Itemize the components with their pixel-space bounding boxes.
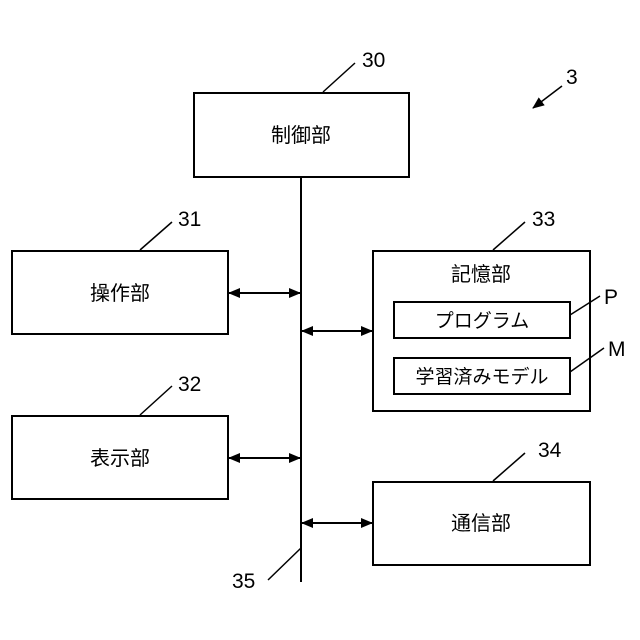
operation-unit-ref: 31 bbox=[178, 208, 201, 231]
communication-unit-ref: 34 bbox=[538, 439, 562, 462]
display-unit-ref: 32 bbox=[178, 373, 201, 396]
program-label: プログラム bbox=[435, 310, 529, 332]
operation-unit-leader bbox=[140, 222, 172, 250]
figure-ref-arrow bbox=[533, 86, 562, 108]
program-ref: P bbox=[604, 286, 618, 309]
storage-unit-label: 記憶部 bbox=[451, 262, 511, 286]
storage-unit-leader bbox=[493, 222, 525, 250]
operation-unit-label: 操作部 bbox=[90, 281, 150, 305]
control-unit-leader bbox=[323, 63, 355, 92]
storage-unit-ref: 33 bbox=[532, 208, 555, 231]
communication-unit: 通信部 bbox=[373, 482, 590, 565]
storage-unit: 記憶部 プログラム 学習済みモデル bbox=[373, 251, 590, 411]
display-unit-label: 表示部 bbox=[90, 446, 150, 470]
display-unit: 表示部 bbox=[12, 416, 228, 499]
control-unit-ref: 30 bbox=[362, 49, 385, 72]
bus-ref-label: 35 bbox=[232, 570, 255, 593]
figure-ref-label: 3 bbox=[566, 66, 578, 89]
control-unit-label: 制御部 bbox=[271, 123, 331, 147]
display-unit-leader bbox=[140, 386, 172, 415]
communication-unit-leader bbox=[493, 453, 525, 481]
operation-unit: 操作部 bbox=[12, 251, 228, 334]
communication-unit-label: 通信部 bbox=[451, 511, 511, 535]
trained-model-ref: M bbox=[608, 338, 626, 361]
bus-leader bbox=[268, 548, 301, 580]
trained-model-label: 学習済みモデル bbox=[415, 366, 548, 388]
control-unit: 制御部 bbox=[194, 93, 409, 177]
